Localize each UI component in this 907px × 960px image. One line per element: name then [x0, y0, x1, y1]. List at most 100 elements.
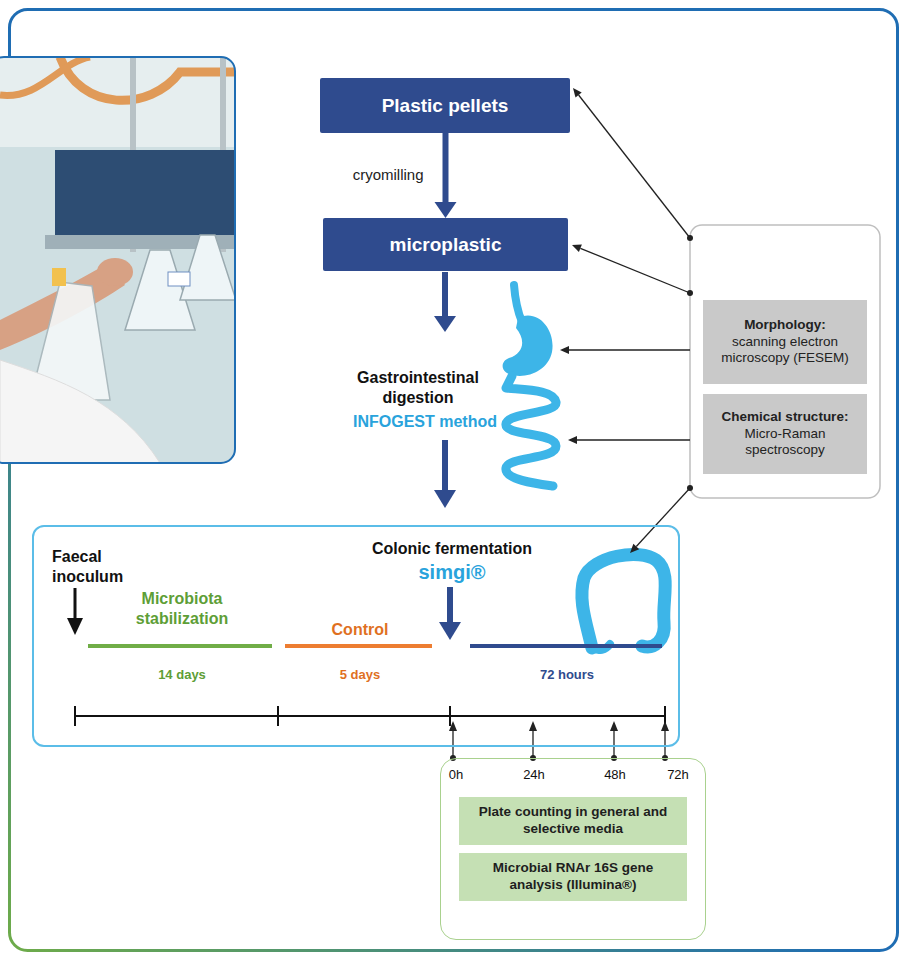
- sampling-arrow: [449, 721, 669, 761]
- phase-bars: [88, 644, 272, 648]
- sampling-arrow: [452, 731, 453, 758]
- node-text: microplastic: [390, 233, 502, 257]
- leader-arrow: [687, 485, 693, 491]
- inoculum-label: Faecal inoculum: [52, 547, 147, 587]
- process-box: Plastic pellets: [320, 78, 570, 133]
- lab-photo: [0, 57, 235, 147]
- method-title: Morphology:: [744, 317, 826, 334]
- methods-panel: [690, 225, 880, 498]
- leader-arrow: [687, 235, 693, 241]
- lab-photo: [97, 258, 133, 286]
- method-title: Chemical structure:: [722, 409, 849, 426]
- analysis-text: Plate counting in general and selective …: [469, 804, 677, 838]
- duration-label: 5 days: [310, 667, 410, 683]
- outer-frame: [10, 10, 898, 951]
- stomach-illustration: [514, 285, 522, 322]
- leader-arrow: [568, 436, 577, 444]
- phase-label: Control: [305, 620, 415, 640]
- leader-arrow: [573, 88, 582, 98]
- sampling-arrow: [532, 731, 533, 758]
- timeline: [75, 706, 665, 726]
- sampling-arrow: [610, 721, 618, 731]
- stomach-illustration: [506, 376, 556, 486]
- sampling-arrow: [529, 721, 537, 731]
- duration-label: 14 days: [132, 667, 232, 683]
- leader-arrow: [580, 248, 690, 293]
- step-label: Gastrointestinal digestion: [343, 368, 493, 408]
- sampling-arrow: [661, 721, 669, 731]
- phase-bars: [470, 644, 662, 648]
- time-point: 0h: [436, 767, 476, 783]
- flow-arrow: [434, 316, 456, 332]
- method-name: INFOGEST method: [353, 412, 497, 432]
- lab-photo: [0, 57, 235, 463]
- colon-illustration: [582, 554, 665, 648]
- phase-bars: [88, 646, 662, 647]
- lab-photo: [0, 360, 160, 463]
- leader-arrow: [572, 245, 582, 252]
- timeline: [277, 706, 279, 726]
- stomach-illustration: [503, 316, 553, 376]
- edge-label: cryomilling: [353, 166, 424, 185]
- analysis-box: Microbial RNAr 16S gene analysis (Illumi…: [459, 853, 687, 901]
- fermentation-panel: Faecal inoculum Colonic fermentationsimgi…: [32, 525, 680, 747]
- time-point: 48h: [595, 767, 635, 783]
- flow-arrow: [435, 133, 457, 218]
- sampling-arrow: [664, 731, 665, 758]
- analysis-panel: 0h24h48h72hPlate counting in general and…: [440, 758, 706, 940]
- leader-arrow: [687, 290, 693, 296]
- colon-illustration: [582, 554, 665, 650]
- photo-border: [0, 57, 235, 463]
- inoculum-arrow: [67, 588, 83, 635]
- arrow-shaft: [443, 133, 449, 202]
- method-text: Micro-Raman spectroscopy: [713, 426, 857, 460]
- flow-arrow: [447, 587, 453, 623]
- process-box: microplastic: [323, 218, 568, 271]
- leader-arrow: [636, 488, 690, 547]
- analysis-text: Microbial RNAr 16S gene analysis (Illumi…: [469, 860, 677, 894]
- lab-photo: [55, 150, 235, 235]
- timeline: [74, 706, 76, 726]
- node-text: Plastic pellets: [382, 94, 509, 118]
- analysis-box: Plate counting in general and selective …: [459, 797, 687, 845]
- lab-photo: [0, 57, 90, 95]
- sampling-arrow: [613, 731, 614, 758]
- lab-photo: [60, 57, 235, 100]
- lab-photo: [168, 272, 190, 286]
- methods-panel: [690, 225, 880, 498]
- flow-arrow: [434, 490, 456, 508]
- lab-photo: [52, 268, 66, 286]
- phase-label: Microbiota stabilization: [112, 589, 252, 629]
- flow-arrow: [434, 272, 461, 640]
- method-text: scanning electron microscopy (FESEM): [713, 334, 857, 368]
- sampling-arrow: [449, 721, 457, 731]
- leader-arrow: [560, 346, 569, 354]
- stage-title: Colonic fermentation: [337, 539, 567, 559]
- time-point: 24h: [514, 767, 554, 783]
- leader-arrow: [579, 95, 690, 238]
- timeline: [75, 715, 665, 717]
- model-name: simgi®: [392, 560, 512, 585]
- leader-arrow: [569, 349, 690, 350]
- lab-photo: [0, 57, 235, 463]
- outer-frame: [10, 10, 898, 951]
- flow-arrow: [439, 622, 461, 640]
- phase-bars: [285, 644, 432, 648]
- duration-label: 72 hours: [512, 667, 622, 683]
- leader-arrow: [560, 88, 693, 553]
- flow-arrow: [442, 272, 448, 316]
- leader-arrow: [577, 439, 690, 440]
- inoculum-arrow: [67, 618, 83, 635]
- method-box: Morphology:scanning electron microscopy …: [703, 300, 867, 384]
- stomach-illustration: [503, 285, 556, 486]
- lab-photo: [180, 235, 235, 300]
- leader-arrow: [630, 544, 639, 553]
- arrow-head: [435, 202, 457, 218]
- method-box: Chemical structure:Micro-Raman spectrosc…: [703, 394, 867, 474]
- flow-arrow: [442, 440, 448, 490]
- photo-border: [0, 57, 235, 463]
- timeline: [449, 706, 451, 726]
